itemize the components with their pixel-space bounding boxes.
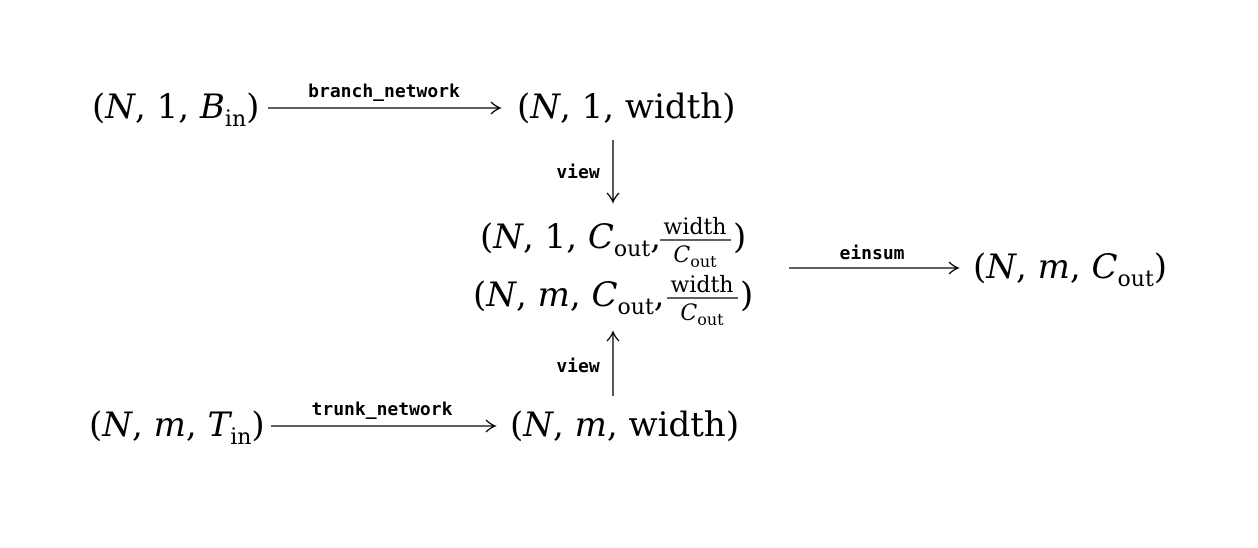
- node-branch-output: (N, 1, width): [517, 87, 735, 127]
- node-trunk-output: (N, m, width): [510, 405, 739, 445]
- edge-label-trunk-network: trunk_network: [312, 399, 453, 420]
- edge-label-view-bottom: view: [556, 356, 600, 377]
- arrow-view-up: [606, 330, 620, 396]
- node-mid-bottom-close: ): [740, 275, 753, 315]
- arrow-view-down: [606, 140, 620, 204]
- fraction-width-over-cout-top: width Cout: [660, 215, 731, 271]
- edge-label-einsum: einsum: [839, 243, 904, 264]
- node-branch-input: (N, 1, Bin): [92, 87, 259, 132]
- node-trunk-input: (N, m, Tin): [89, 405, 265, 450]
- edge-label-view-top: view: [556, 162, 600, 183]
- arrow-branch-network: [268, 101, 502, 115]
- fraction-denominator: Cout: [673, 243, 717, 271]
- fraction-width-over-cout-bottom: width Cout: [667, 273, 738, 329]
- fraction-numerator: width: [671, 273, 734, 298]
- fraction-denominator: Cout: [680, 301, 724, 329]
- node-mid-bottom: (N, m, Cout,: [473, 275, 665, 320]
- node-result: (N, m, Cout): [973, 247, 1167, 292]
- node-mid-top: (N, 1, Cout,: [480, 217, 661, 262]
- node-mid-top-close: ): [733, 217, 746, 257]
- fraction-numerator: width: [664, 215, 727, 240]
- arrow-trunk-network: [271, 419, 497, 433]
- arrow-einsum: [789, 261, 960, 275]
- edge-label-branch-network: branch_network: [308, 81, 460, 102]
